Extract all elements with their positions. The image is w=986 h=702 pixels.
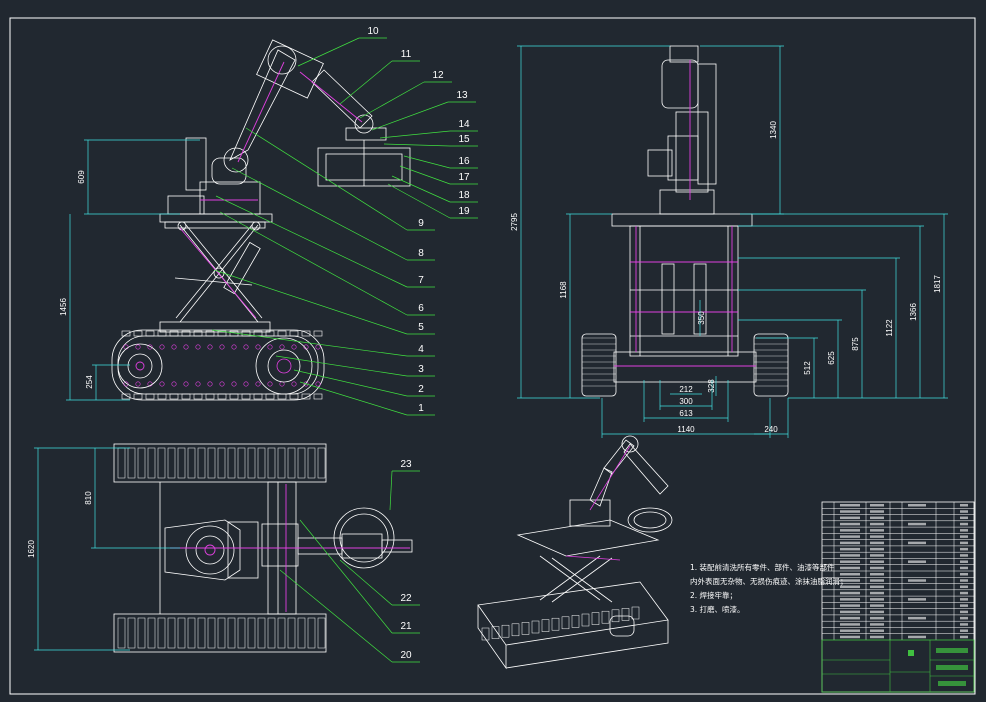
title-block-logo-mark	[908, 650, 914, 656]
note-line-3: 2. 焊接牢靠；	[690, 591, 738, 600]
dim-875: 875	[851, 337, 860, 351]
balloon-7: 7	[418, 275, 424, 286]
balloon-18: 18	[458, 190, 470, 201]
note-line-4: 3. 打磨、喷漆。	[690, 605, 745, 614]
dim-arm-height: 609	[77, 170, 86, 184]
balloon-15: 15	[458, 134, 470, 145]
note-line-1: 1. 装配前清洗所有零件、部件、油漆等部件	[690, 563, 835, 572]
balloon-5: 5	[418, 322, 424, 333]
isometric-view	[477, 435, 673, 670]
technical-notes: 1. 装配前清洗所有零件、部件、油漆等部件 内外表面无杂物、无损伤痕迹、涂抹油脂…	[690, 561, 848, 617]
balloon-16: 16	[458, 156, 470, 167]
plan-view-dimensions	[34, 447, 180, 651]
side-view-leaders	[211, 37, 478, 416]
front-view-accents	[614, 60, 756, 367]
balloon-12: 12	[432, 70, 444, 81]
dim-arm-height-front: 1340	[769, 121, 778, 139]
dim-1122: 1122	[885, 319, 894, 337]
dim-328: 328	[707, 379, 716, 393]
dim-350: 350	[697, 311, 706, 325]
balloon-17: 17	[458, 172, 470, 183]
note-line-2: 内外表面无杂物、无损伤痕迹、涂抹油脂润滑；	[690, 577, 848, 586]
dim-512: 512	[803, 361, 812, 375]
dim-total-height: 1456	[59, 298, 68, 316]
balloon-9: 9	[418, 218, 424, 229]
drawing-border	[9, 17, 976, 695]
dim-track-height: 254	[85, 375, 94, 389]
dim-240: 240	[764, 425, 778, 434]
balloon-2: 2	[418, 384, 424, 395]
side-view-dimensions	[66, 139, 200, 401]
balloon-20: 20	[400, 650, 412, 661]
dim-1140: 1140	[677, 425, 695, 434]
balloon-6: 6	[418, 303, 424, 314]
balloon-1: 1	[418, 403, 424, 414]
dim-1168: 1168	[559, 281, 568, 299]
balloon-19: 19	[458, 206, 470, 217]
dim-1817: 1817	[933, 275, 942, 293]
dim-212: 212	[679, 385, 693, 394]
title-block	[821, 501, 975, 693]
balloon-11: 11	[401, 49, 412, 60]
plan-view-leaders	[279, 470, 420, 663]
dim-overall-width: 1620	[27, 540, 36, 558]
side-view	[111, 39, 411, 401]
front-view-dimensions	[517, 45, 948, 438]
balloon-8: 8	[418, 248, 424, 259]
balloon-14: 14	[458, 119, 470, 130]
balloon-23: 23	[400, 459, 412, 470]
plan-view	[113, 443, 413, 653]
balloon-3: 3	[418, 364, 424, 375]
balloon-4: 4	[418, 344, 424, 355]
side-view-accents	[135, 61, 363, 371]
balloon-10: 10	[367, 26, 379, 37]
dim-625: 625	[827, 351, 836, 365]
balloon-13: 13	[456, 90, 468, 101]
dim-300: 300	[679, 397, 693, 406]
dim-1366: 1366	[909, 303, 918, 321]
dim-overall-height: 2795	[510, 213, 519, 231]
plan-view-accents	[170, 484, 410, 612]
dim-half-width: 810	[84, 491, 93, 505]
dim-613: 613	[679, 409, 693, 418]
balloon-21: 21	[400, 621, 412, 632]
isometric-view-accents	[565, 445, 631, 561]
balloon-22: 22	[400, 593, 412, 604]
front-view	[581, 45, 789, 397]
